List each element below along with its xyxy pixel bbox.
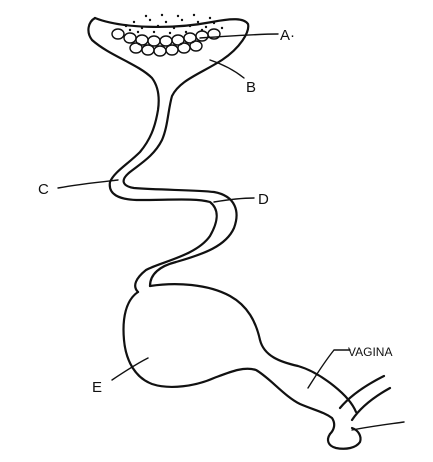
cup-structure-b-right (95, 18, 248, 286)
label-c: C (38, 181, 49, 198)
label-d: D (258, 191, 269, 208)
label-a: A· (280, 27, 295, 44)
leader-line-opening (352, 422, 404, 430)
leader-line-d (214, 198, 254, 202)
side-duct-outer (340, 376, 384, 408)
leader-line-b (210, 60, 244, 78)
label-vagina: VAGINA (348, 345, 392, 359)
chamber-e-upper (150, 284, 356, 412)
label-b: B (246, 79, 256, 96)
label-e: E (92, 379, 102, 396)
leader-line-a (200, 34, 278, 38)
follicle-cluster-a (112, 14, 223, 56)
chamber-e (124, 292, 335, 434)
cup-structure-b (88, 18, 216, 292)
